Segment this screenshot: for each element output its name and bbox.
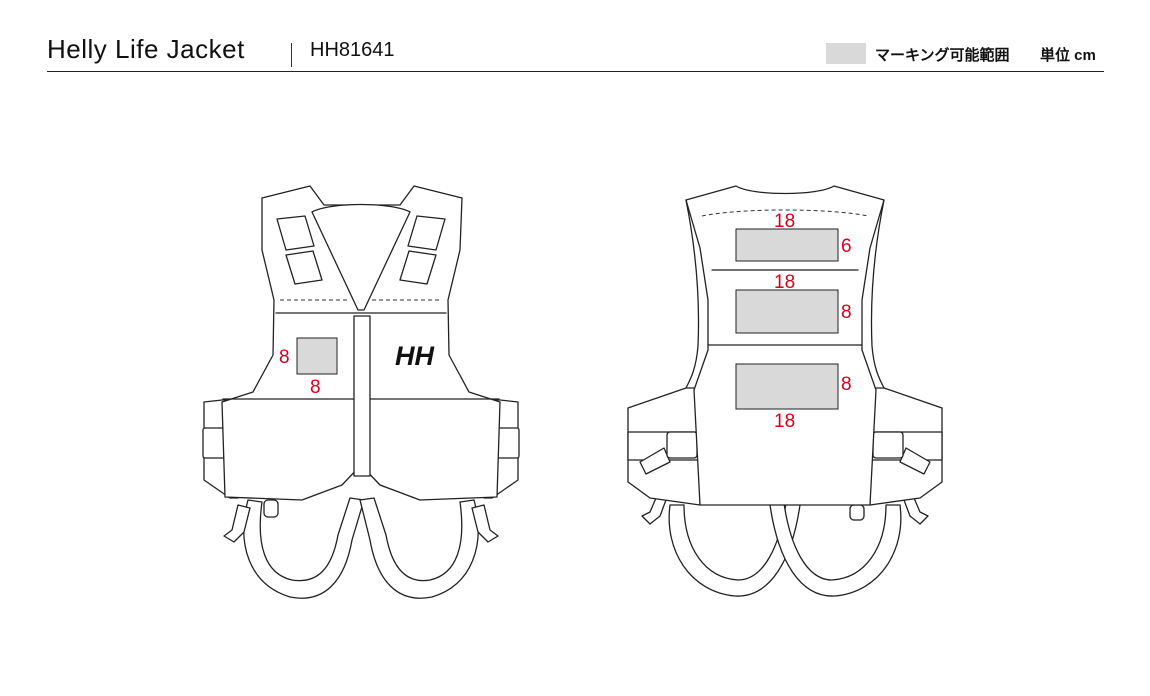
back-lower-height-label: 8 [841, 374, 852, 395]
front-left-leg-strap [243, 497, 365, 599]
front-right-leg-strap [359, 497, 479, 599]
model-number: HH81641 [310, 39, 395, 61]
front-right-lower-vent [399, 250, 437, 285]
product-title: Helly Life Jacket [47, 34, 245, 64]
back-left-side-buckle [641, 497, 667, 525]
back-right-side-buckle [903, 497, 929, 525]
header: Helly Life Jacket HH81641 マーキング可能範囲 単位 c… [47, 30, 1104, 72]
back-shoulder-outline-left [685, 199, 700, 389]
back-right-bottom-clip [849, 504, 865, 521]
back-upper-marking-area [735, 228, 839, 262]
front-left-side-strap [202, 427, 226, 459]
marking-area-swatch [826, 43, 866, 64]
back-upper-height-label: 6 [841, 236, 852, 257]
front-inner-collar [311, 203, 411, 311]
front-view: 8 8 HH [202, 185, 520, 599]
back-right-strap-tab [899, 447, 931, 475]
front-chest-height-label: 8 [279, 347, 290, 368]
back-lower-marking-area [735, 363, 839, 410]
back-middle-width-label: 18 [774, 272, 795, 293]
back-left-buckle [666, 431, 698, 459]
back-shoulder-outline-right [870, 199, 885, 389]
back-lower-width-label: 18 [774, 411, 795, 432]
back-middle-height-label: 8 [841, 302, 852, 323]
back-upper-width-label: 18 [774, 211, 795, 232]
front-chest-width-label: 8 [310, 377, 321, 398]
back-collar-stitch [701, 209, 869, 217]
front-zipper-teeth [357, 322, 367, 447]
back-left-strap-tab [639, 447, 671, 475]
front-chest-marking-area [296, 337, 338, 375]
front-right-side-strap [496, 427, 520, 459]
marking-area-legend-label: マーキング可能範囲 [875, 47, 1010, 64]
back-view: 18 6 18 8 8 18 [627, 185, 943, 597]
front-right-side-buckle [471, 504, 499, 543]
back-right-buckle [872, 431, 904, 459]
front-left-lower-vent [285, 250, 323, 285]
back-middle-marking-area [735, 289, 839, 334]
front-left-side-buckle [223, 504, 251, 543]
front-right-upper-vent [407, 215, 446, 251]
front-left-bottom-clip [263, 499, 279, 518]
unit-label: 単位 cm [1040, 47, 1096, 64]
title-divider [291, 43, 292, 67]
front-left-upper-vent [276, 215, 315, 251]
hh-logo: HH [395, 341, 434, 371]
